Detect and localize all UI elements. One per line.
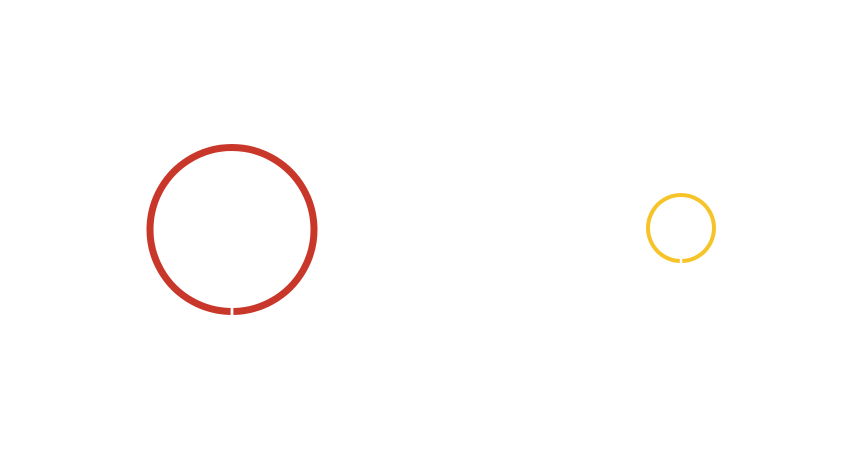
large-ring [146, 144, 318, 315]
small-ring [646, 193, 716, 263]
